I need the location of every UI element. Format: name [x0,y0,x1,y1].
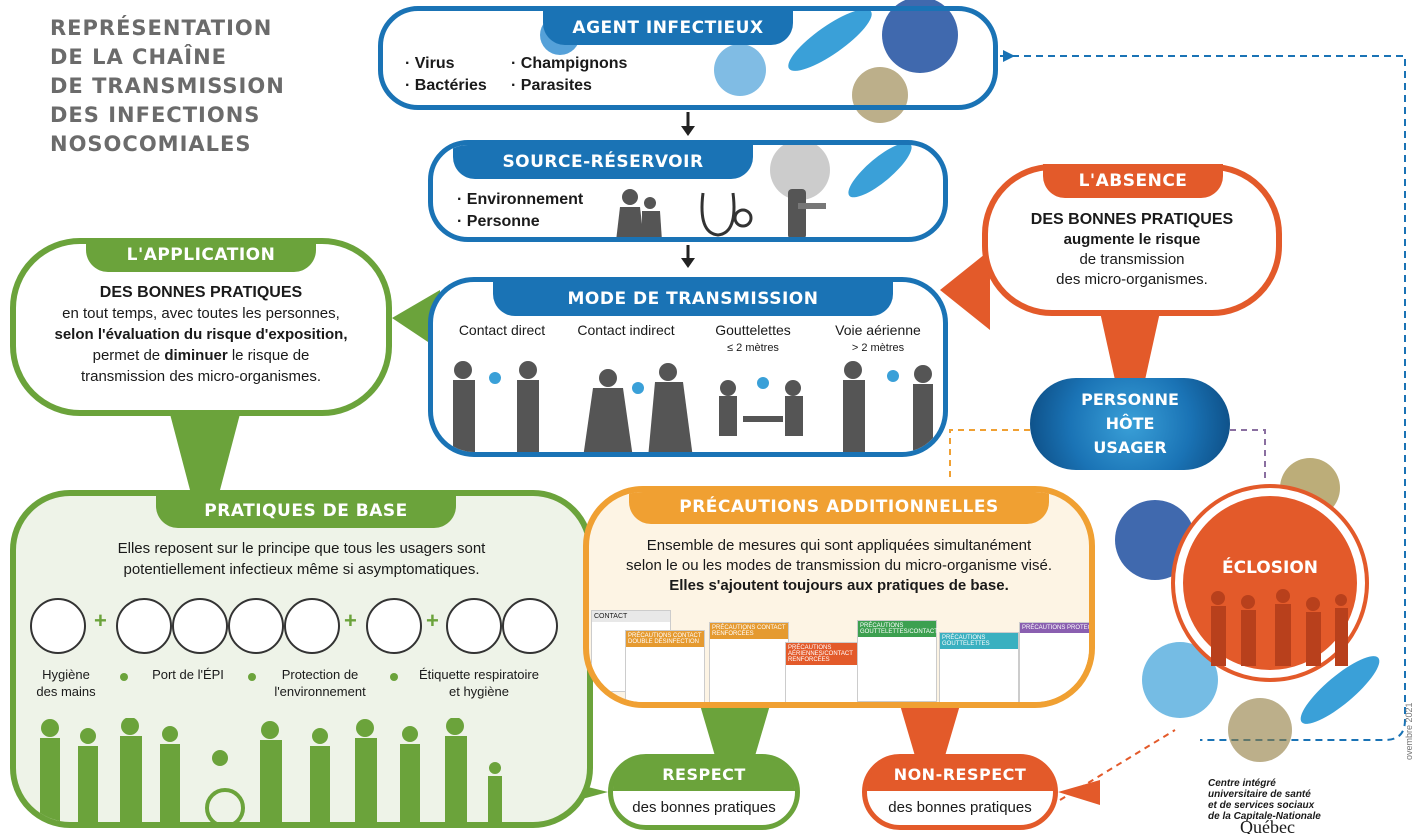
source-list: · Environnement · Personne [457,191,584,230]
poster-card: PRÉCAUTIONS GOUTTELETTES/CONTACT [857,620,938,702]
mode-col-direct: Contact direct [458,322,546,338]
mode-col-indirect: Contact indirect [577,322,675,338]
plus-icon: + [426,608,439,633]
base-box: PRATIQUES DE BASE Elles reposent sur le … [10,490,593,828]
eclosion-people [1211,589,1348,666]
cleaning-icon [366,598,422,654]
base-header: PRATIQUES DE BASE [156,496,456,528]
gloves-icon [228,598,284,654]
agent-box: AGENT INFECTIEUX · Virus · Bactéries · C… [378,6,998,110]
plus-icon: + [94,608,107,633]
mode-box: MODE DE TRANSMISSION Contact direct Cont… [428,277,948,457]
agent-list-right: · Champignons · Parasites [511,55,628,94]
poster-card: PRÉCAUTIONS CONTACT DOUBLE DÉSINFECTION [625,630,705,702]
host-box: PERSONNE HÔTE USAGER [1030,378,1230,470]
source-box: SOURCE-RÉSERVOIR · Environnement · Perso… [428,140,948,242]
cough-icon [446,598,502,654]
handwash-icon [30,598,86,654]
bullet-dot [248,673,256,681]
mode-header: MODE DE TRANSMISSION [493,282,893,316]
source-header: SOURCE-RÉSERVOIR [453,145,753,179]
respect-box: RESPECT des bonnes pratiques [608,754,800,830]
institution-logo: Centre intégré universitaire de santé et… [1208,778,1321,822]
poster-card: PRÉCAUTIONS PROTECT [1019,622,1089,702]
bullet-dot [390,673,398,681]
additional-header: PRÉCAUTIONS ADDITIONNELLES [629,492,1049,524]
gown-icon [284,598,340,654]
absence-header: L'ABSENCE [1043,164,1223,198]
date-stamp: ovembre 2021 [1404,702,1414,760]
agent-header: AGENT INFECTIEUX [543,11,793,45]
additional-text: Ensemble de mesures qui sont appliquées … [625,537,1053,594]
mask-icon [116,598,172,654]
goggles-icon [172,598,228,654]
absence-box: L'ABSENCE DES BONNES PRATIQUES augmente … [982,164,1282,316]
eclosion-circle: ÉCLOSION [1175,488,1365,678]
mode-col-droplets: Gouttelettes≤ 2 mètres [715,322,791,354]
absence-body: DES BONNES PRATIQUES augmente le risque … [1030,211,1234,288]
base-intro: Elles reposent sur le principe que tous … [117,540,486,578]
trash-icon [502,598,558,654]
additional-box: PRÉCAUTIONS ADDITIONNELLES Ensemble de m… [583,486,1095,708]
application-box: L'APPLICATION DES BONNES PRATIQUES en to… [10,238,392,416]
label-ppe: Port de l'ÉPI [152,667,224,682]
poster-card: PRÉCAUTIONS GOUTTELETTES [939,632,1019,702]
poster-card: PRÉCAUTIONS CONTACT RENFORCÉES [709,622,789,702]
application-header: L'APPLICATION [86,238,316,272]
mode-col-airborne: Voie aérienne> 2 mètres [835,322,921,354]
application-body: DES BONNES PRATIQUES en tout temps, avec… [54,284,348,385]
bullet-dot [120,673,128,681]
nonrespect-box: NON-RESPECT des bonnes pratiques [862,754,1058,830]
main-title: REPRÉSENTATION DE LA CHAÎNE DE TRANSMISS… [50,16,285,156]
agent-list-left: · Virus · Bactéries [405,55,487,94]
quebec-logo: Québec [1240,820,1295,834]
plus-icon: + [344,608,357,633]
source-illustrations [616,189,826,237]
people-silhouettes [40,718,502,822]
mode-silhouettes [453,361,933,452]
poster-card: PRÉCAUTIONS AÉRIENNES/CONTACT RENFORCÉES [785,642,865,702]
